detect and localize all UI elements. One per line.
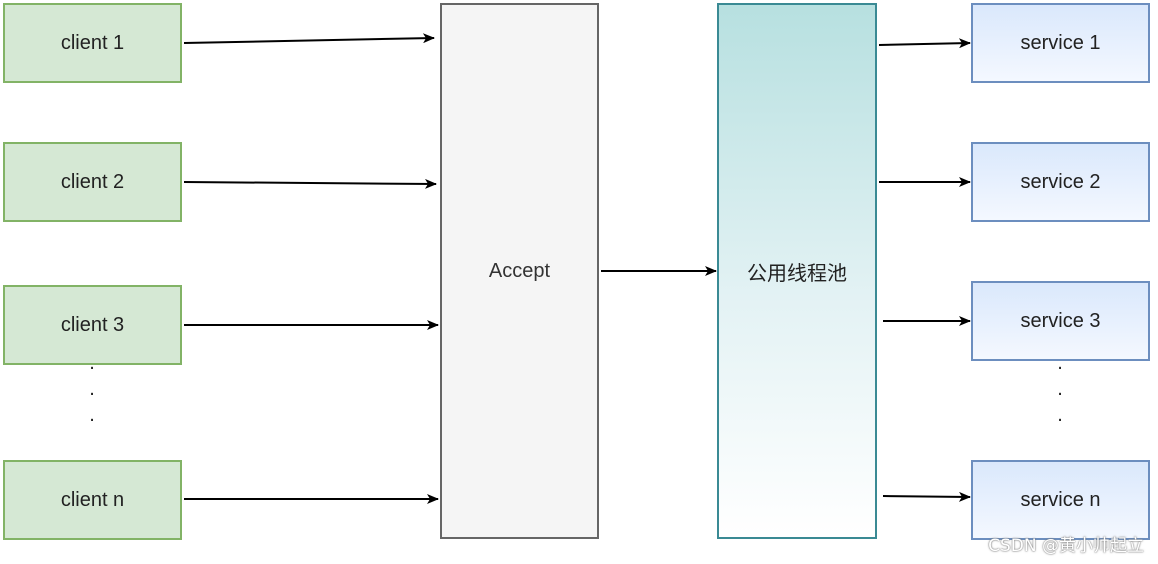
csdn-watermark: CSDN @黄小帅起立 bbox=[988, 536, 1144, 556]
arrow-client1-accept bbox=[183, 33, 435, 44]
arrow-client2-accept bbox=[183, 178, 437, 189]
client-box-n: client n bbox=[3, 460, 182, 540]
ellipsis-dot: . bbox=[1057, 378, 1063, 400]
service-label: service 1 bbox=[1020, 31, 1101, 54]
client-label: client 1 bbox=[60, 31, 125, 54]
thread-pool-label: 公用线程池 bbox=[747, 260, 847, 285]
ellipsis-dot: . bbox=[89, 378, 95, 400]
service-label: service 3 bbox=[1020, 309, 1101, 332]
accept-label: Accept bbox=[488, 259, 551, 282]
service-ellipsis: . . . bbox=[1050, 350, 1070, 428]
client-box-3: client 3 bbox=[3, 285, 182, 365]
ellipsis-dot: . bbox=[1057, 404, 1063, 426]
client-ellipsis: . . . bbox=[82, 350, 102, 428]
ellipsis-dot: . bbox=[1057, 352, 1063, 374]
accept-box: Accept bbox=[440, 3, 599, 539]
service-box-n: service n bbox=[971, 460, 1150, 540]
service-label: service n bbox=[1020, 488, 1101, 511]
thread-pool-box: 公用线程池 bbox=[717, 3, 877, 539]
ellipsis-dot: . bbox=[89, 352, 95, 374]
client-label: client 3 bbox=[60, 313, 125, 336]
client-box-1: client 1 bbox=[3, 3, 182, 83]
ellipsis-dot: . bbox=[89, 404, 95, 426]
client-box-2: client 2 bbox=[3, 142, 182, 222]
client-label: client n bbox=[60, 488, 125, 511]
client-label: client 2 bbox=[60, 170, 125, 193]
arrow-pool-service1 bbox=[878, 38, 971, 49]
service-box-3: service 3 bbox=[971, 281, 1150, 361]
arrow-pool-servicen bbox=[882, 491, 971, 502]
service-label: service 2 bbox=[1020, 170, 1101, 193]
service-box-2: service 2 bbox=[971, 142, 1150, 222]
service-box-1: service 1 bbox=[971, 3, 1150, 83]
